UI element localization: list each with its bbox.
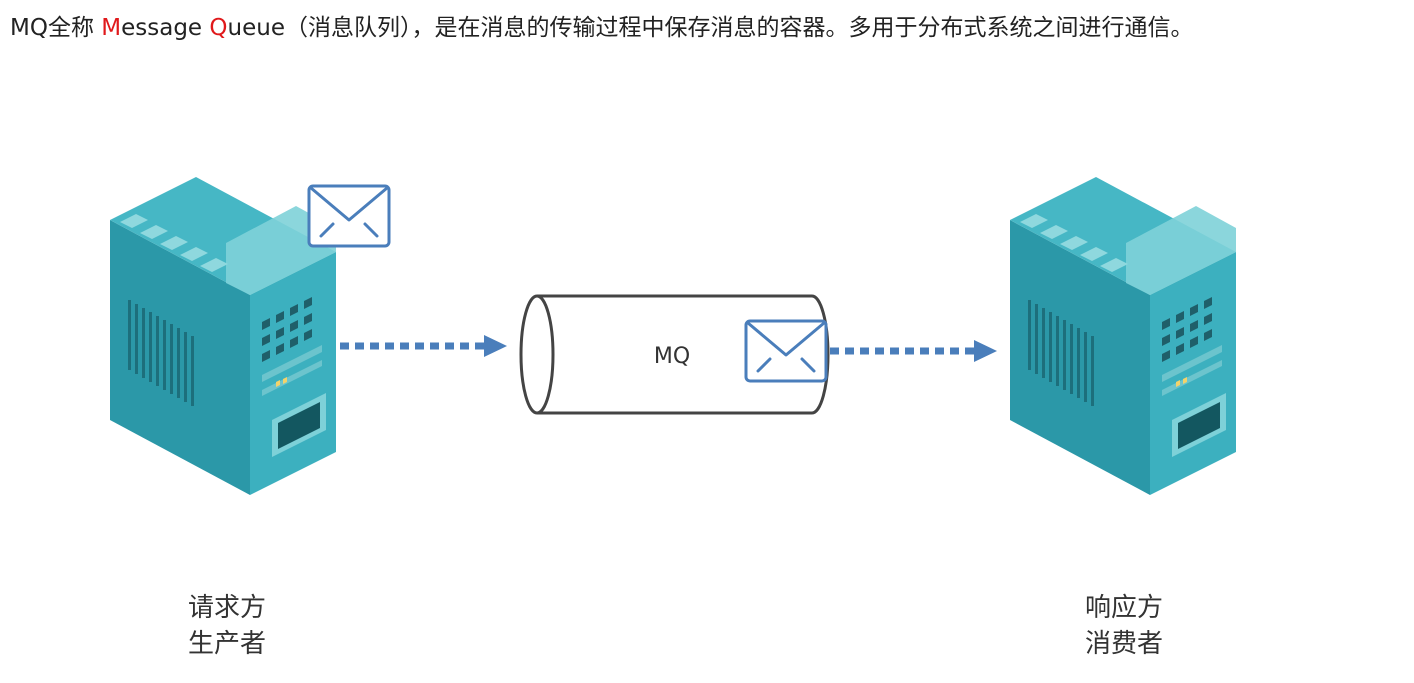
consumer-name: 消费者: [1084, 629, 1163, 659]
intro-highlight-m: M: [101, 15, 122, 41]
consumer-server-icon: [1010, 177, 1236, 495]
intro-word1-rest: essage: [121, 15, 210, 41]
producer-to-queue-arrow: [340, 335, 507, 357]
producer-server-icon: [110, 177, 336, 495]
message-queue-cylinder: MQ: [519, 294, 830, 415]
intro-highlight-q: Q: [209, 15, 228, 41]
queue-to-consumer-arrow: [830, 340, 997, 362]
consumer-caption: 响应方 消费者: [1044, 590, 1204, 662]
intro-text: MQ全称 Message Queue（消息队列），是在消息的传输过程中保存消息的…: [10, 12, 1193, 44]
producer-caption: 请求方 生产者: [147, 590, 307, 662]
producer-envelope-icon: [307, 184, 391, 248]
intro-word2-rest: ueue（消息队列），是在消息的传输过程中保存消息的容器。多用于分布式系统之间进…: [227, 15, 1194, 41]
consumer-role: 响应方: [1084, 593, 1163, 623]
queue-envelope-icon: [744, 319, 828, 383]
intro-prefix: MQ全称: [10, 15, 102, 41]
producer-role: 请求方: [187, 593, 266, 623]
queue-label: MQ: [654, 344, 690, 369]
producer-name: 生产者: [187, 629, 266, 659]
